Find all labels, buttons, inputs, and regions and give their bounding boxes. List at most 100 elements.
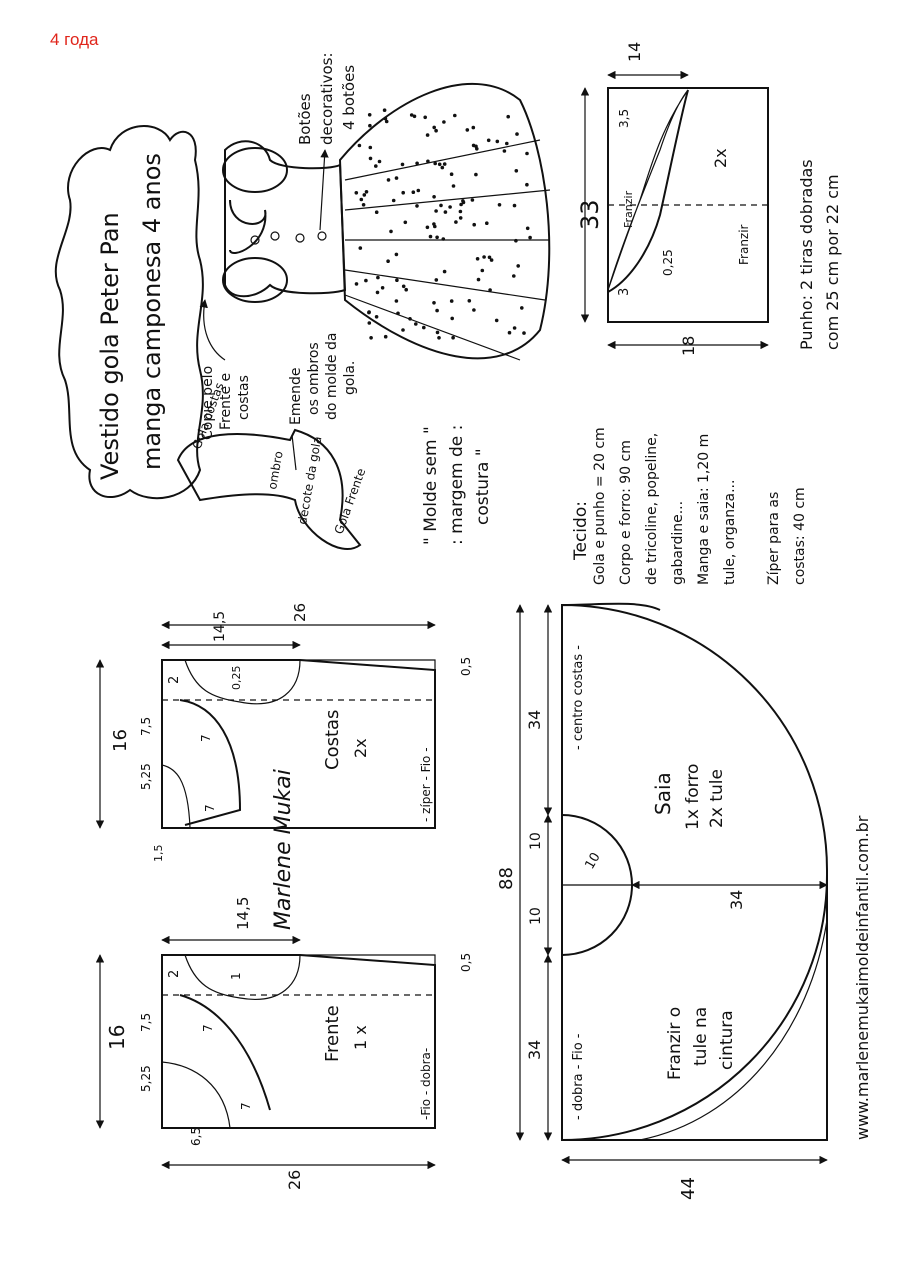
polka-dot [354, 282, 359, 286]
polka-dot [448, 205, 452, 209]
buttons-note-3: 4 botões [340, 65, 358, 130]
polka-dot [396, 311, 400, 316]
polka-dot [449, 172, 454, 176]
skirt-m-44: 44 [678, 1177, 699, 1200]
polka-dot [514, 238, 518, 243]
buttons-note-1: Botões [296, 93, 314, 145]
polka-dot [512, 274, 516, 278]
polka-dot [432, 125, 437, 130]
back-m-26: 26 [291, 603, 309, 622]
polka-dot [512, 326, 517, 330]
front-m-0-5: 0,5 [459, 953, 473, 972]
polka-dot [458, 216, 463, 220]
polka-dot [435, 308, 439, 313]
polka-dot [377, 159, 382, 164]
polka-dot [364, 190, 369, 194]
polka-dot [403, 220, 408, 225]
back-m-0-25: 0,25 [230, 666, 243, 691]
polka-dot [520, 306, 524, 310]
polka-dot [359, 197, 364, 202]
polka-dot [488, 288, 492, 292]
polka-dot [401, 190, 406, 195]
polka-dot [408, 317, 412, 321]
polka-dot [428, 234, 433, 239]
polka-dot [432, 195, 436, 199]
back-m-7-5: 7,5 [139, 717, 153, 736]
back-m-2: 2 [167, 676, 182, 684]
skirt-label: Saia [651, 772, 675, 815]
fabric-line-1: Gola e punho = 20 cm [592, 427, 608, 585]
fabric-line-7: Zíper para as [766, 492, 782, 585]
polka-dot [497, 203, 502, 207]
back-label: Costas [322, 710, 343, 770]
polka-dot [386, 259, 390, 264]
skirt-gather-1: Franzir o [665, 1007, 685, 1080]
signature: Marlene Mukai [271, 769, 296, 930]
polka-dot [432, 301, 436, 305]
button-icon [317, 231, 327, 241]
polka-dot [422, 325, 426, 330]
polka-dot [506, 114, 511, 119]
back-grain: - zíper - Fio - [419, 747, 433, 822]
polka-dot [394, 252, 399, 257]
polka-dot [412, 114, 417, 119]
polka-dot [411, 190, 416, 194]
polka-dot [374, 164, 378, 168]
skirt-pattern [515, 602, 828, 1165]
polka-dot [512, 203, 517, 208]
polka-dot [414, 322, 418, 326]
front-m-7b: 7 [239, 1102, 253, 1110]
polka-dot [434, 128, 438, 133]
polka-dot [471, 143, 476, 148]
polka-dot [368, 145, 373, 150]
polka-dot [502, 149, 507, 153]
polka-dot [443, 210, 448, 214]
polka-dot [395, 278, 399, 283]
polka-dot [441, 237, 446, 241]
back-m-7b: 7 [203, 804, 217, 812]
sleeve-pattern [580, 70, 769, 350]
collar-shoulder-label: ombro [265, 450, 286, 491]
copy-note-1: Copie pelo [200, 366, 216, 440]
polka-dot [367, 310, 371, 315]
polka-dot [449, 299, 454, 303]
front-m-14-5: 14,5 [234, 897, 252, 930]
polka-dot [440, 165, 445, 170]
cuff-note-2: com 25 cm por 22 cm [823, 174, 842, 350]
polka-dot [401, 284, 406, 289]
collar-front-label: Gola Frente [332, 466, 369, 536]
copy-note-2: Frente e [218, 373, 234, 430]
polka-dot [442, 162, 447, 166]
button-icon [250, 235, 260, 245]
polka-dot [434, 209, 438, 213]
collar-piece [176, 428, 362, 550]
polka-dot [375, 290, 380, 295]
no-margin-note-1: " Molde sem " [421, 426, 441, 545]
polka-dot [391, 198, 396, 203]
polka-dot [505, 141, 509, 146]
polka-dot [472, 308, 476, 312]
age-label: 4 года [50, 30, 99, 49]
polka-dot [475, 257, 480, 261]
polka-dot [368, 123, 372, 128]
polka-dot [454, 220, 458, 224]
polka-dot [485, 221, 489, 225]
back-m-0-5: 0,5 [459, 657, 473, 676]
skirt-fold-grain: - dobra - Fio - [571, 1033, 586, 1120]
join-note-3: do molde da [324, 333, 340, 420]
polka-dot [386, 178, 391, 182]
polka-dot [423, 115, 428, 120]
polka-dot [453, 113, 457, 118]
title-cloud: Vestido gola Peter Pan manga camponesa 4… [54, 125, 204, 500]
polka-dot [437, 162, 442, 167]
skirt-center-back: - centro costas - [571, 645, 586, 750]
polka-dot [494, 318, 499, 323]
polka-dot [354, 191, 359, 195]
sleeve-count: 2x [711, 148, 730, 168]
polka-dot [525, 226, 530, 231]
polka-dot [367, 113, 372, 117]
sleeve-3: 3 [617, 288, 632, 296]
fabric-line-3: de tricoline, popeline, [644, 433, 660, 585]
